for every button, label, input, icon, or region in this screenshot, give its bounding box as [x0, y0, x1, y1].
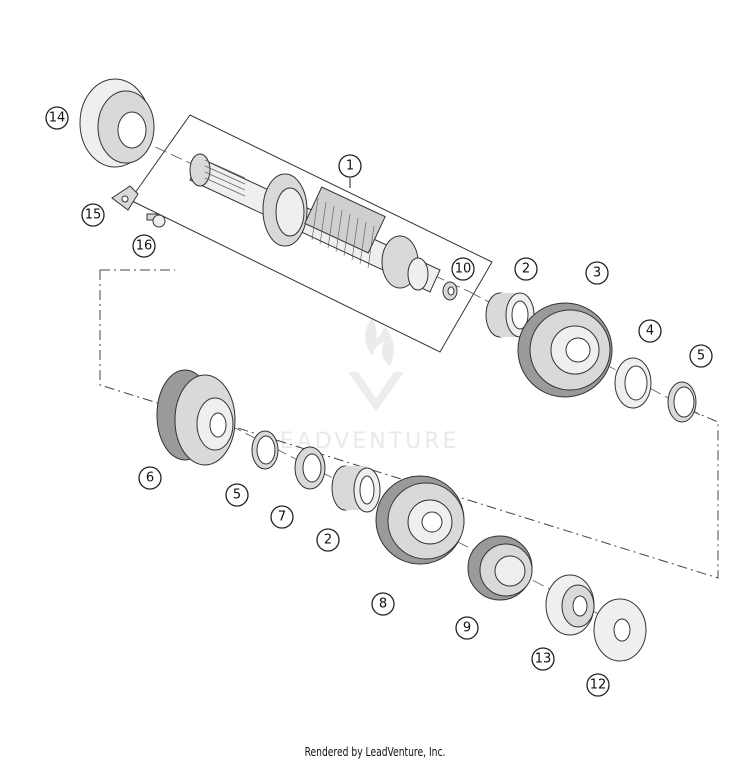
svg-text:2: 2: [522, 262, 530, 277]
svg-text:1: 1: [346, 159, 354, 174]
callout-15: 15: [81, 203, 105, 227]
wedge-part-15: [111, 185, 139, 211]
svg-text:16: 16: [136, 239, 153, 254]
gear-part-9: [467, 535, 533, 601]
svg-text:12: 12: [590, 678, 607, 693]
bolt-part-16: [146, 213, 166, 228]
callout-9: 9: [455, 616, 479, 640]
callout-13: 13: [531, 647, 555, 671]
callout-5-lower: 5: [225, 483, 249, 507]
callout-4: 4: [638, 319, 662, 343]
callout-7: 7: [270, 505, 294, 529]
callout-8: 8: [371, 592, 395, 616]
svg-text:3: 3: [593, 266, 601, 281]
svg-text:2: 2: [324, 533, 332, 548]
callout-2-lower: 2: [316, 528, 340, 552]
bearing-part-14: [79, 78, 155, 168]
callout-3: 3: [585, 261, 609, 285]
callout-12: 12: [586, 673, 610, 697]
callout-6: 6: [138, 466, 162, 490]
gear-part-8: [375, 475, 465, 565]
svg-text:15: 15: [85, 208, 102, 223]
svg-text:7: 7: [278, 510, 286, 525]
bushing-part-10: [442, 281, 458, 301]
callout-16: 16: [132, 234, 156, 258]
lower-assembly-dashed-outline: [99, 270, 719, 579]
washer-part-4: [614, 357, 652, 409]
callout-2-upper: 2: [514, 257, 538, 281]
svg-text:5: 5: [233, 488, 241, 503]
shaft-splines: [204, 159, 246, 197]
gear-part-3: [517, 302, 613, 398]
callout-14: 14: [45, 106, 69, 130]
shaft-assembly-box: [129, 114, 493, 353]
svg-text:9: 9: [463, 621, 471, 636]
splined-washer-part-7: [294, 446, 326, 490]
rendered-by-footer: Rendered by LeadVenture, Inc.: [304, 745, 446, 759]
circlip-part-5-upper: [667, 381, 697, 423]
svg-text:13: 13: [535, 652, 552, 667]
callout-5-upper: 5: [689, 344, 713, 368]
svg-text:10: 10: [455, 262, 472, 277]
circlip-part-5-lower: [251, 430, 279, 470]
shim-part-12: [593, 598, 647, 662]
callout-10: 10: [451, 257, 475, 281]
sleeve-part-2-lower: [331, 465, 381, 513]
svg-text:14: 14: [49, 111, 66, 126]
leadventure-watermark: LEADVENTURE: [265, 318, 460, 454]
main-shaft-part-1: [189, 153, 441, 293]
svg-text:8: 8: [379, 597, 387, 612]
callout-1: 1: [338, 154, 362, 188]
svg-text:4: 4: [646, 324, 654, 339]
svg-text:5: 5: [697, 349, 705, 364]
double-gear-part-6: [156, 369, 236, 466]
svg-text:6: 6: [146, 471, 154, 486]
bearing-part-13: [545, 574, 595, 636]
watermark-text: LEADVENTURE: [265, 429, 460, 454]
